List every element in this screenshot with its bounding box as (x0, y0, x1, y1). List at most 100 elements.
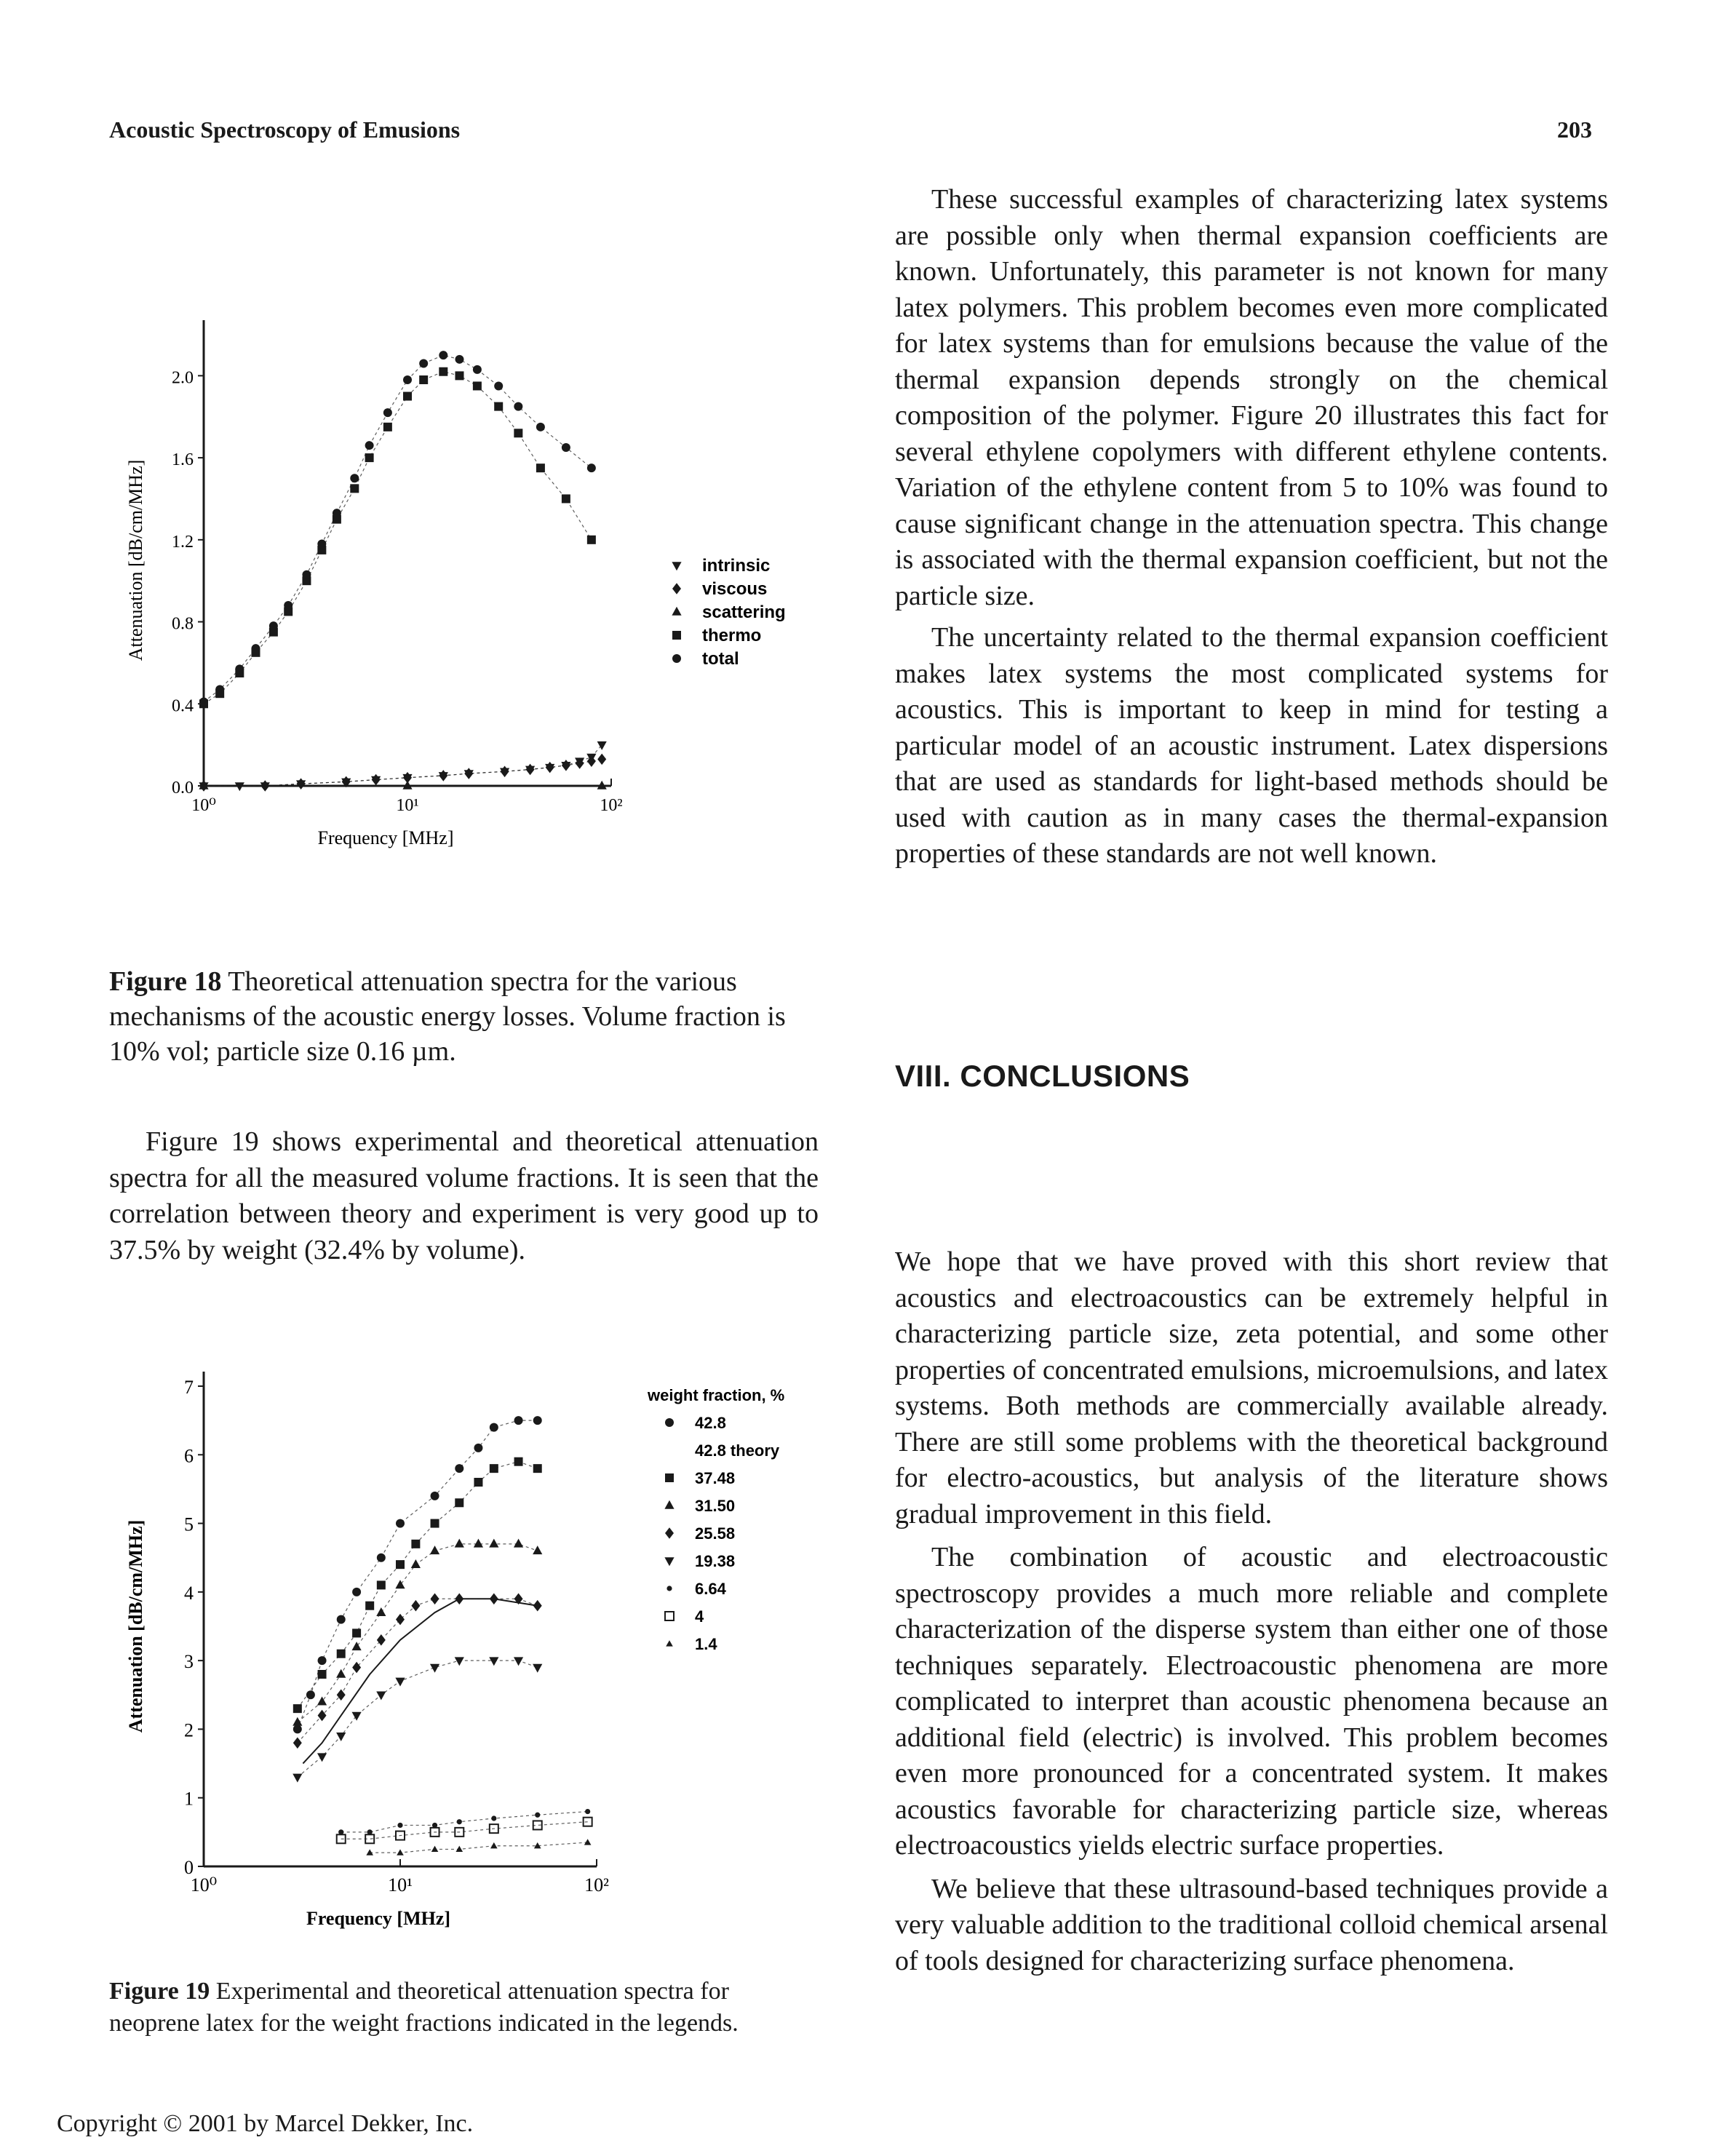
data-point (488, 1823, 499, 1834)
x-axis-label: Frequency [MHz] (318, 827, 454, 848)
data-point (403, 391, 412, 401)
legend-entry: 25.58 (695, 1524, 735, 1543)
data-point (474, 1478, 483, 1487)
x-tick-label: 10¹ (396, 796, 418, 815)
data-point (251, 644, 260, 653)
y-tick-label: 2.0 (172, 368, 194, 387)
x-tick-label: 10¹ (388, 1874, 413, 1896)
data-point (597, 780, 607, 789)
data-point (535, 1812, 541, 1818)
legend-entry: 19.38 (695, 1552, 735, 1570)
data-point (403, 771, 412, 784)
legend-marker (672, 583, 681, 594)
data-point (366, 1849, 373, 1855)
data-point (489, 1464, 498, 1473)
data-point (302, 576, 311, 586)
data-point (317, 1753, 327, 1762)
y-tick-label: 3 (184, 1651, 194, 1672)
y-tick-label: 6 (184, 1445, 194, 1466)
y-axis-label: Attenuation [dB/cm/MHz] (125, 1520, 146, 1733)
data-point (351, 1711, 362, 1721)
data-point (597, 741, 607, 750)
data-point (514, 1416, 523, 1425)
data-point (513, 1657, 524, 1666)
data-point (365, 453, 374, 463)
series-line (341, 1810, 588, 1833)
x-axis-label: Frequency [MHz] (306, 1908, 450, 1929)
y-tick-label: 1.6 (172, 450, 194, 469)
data-point (430, 1519, 439, 1528)
data-point (491, 1815, 497, 1821)
data-point (376, 1580, 386, 1590)
data-point (454, 1657, 464, 1666)
x-tick-label: 10⁰ (191, 796, 216, 815)
data-point (371, 773, 381, 786)
data-point (402, 780, 413, 789)
legend-marker (665, 1418, 674, 1427)
data-point (536, 464, 545, 473)
legend-entry: 6.64 (695, 1580, 727, 1598)
data-point (336, 1733, 346, 1742)
data-point (395, 1677, 405, 1687)
data-point (395, 1580, 405, 1589)
conclusions-paragraph: We hope that we have proved with this sh… (895, 1246, 1608, 1530)
legend-entry: total (702, 649, 739, 669)
data-point (472, 365, 482, 374)
data-point (545, 761, 554, 773)
data-point (419, 359, 429, 368)
data-point (397, 1822, 403, 1829)
data-point (514, 1593, 523, 1605)
series-line (204, 758, 602, 787)
data-point (411, 1539, 421, 1548)
data-point (317, 539, 327, 549)
data-point (575, 757, 584, 769)
legend-title: weight fraction, % (647, 1386, 784, 1404)
data-point (500, 765, 509, 778)
data-point (431, 1845, 439, 1853)
data-point (284, 601, 293, 610)
legend-marker (672, 562, 682, 571)
data-point (561, 494, 570, 504)
data-point (336, 1649, 346, 1658)
legend-marker (664, 1500, 675, 1509)
data-point (533, 1663, 543, 1673)
data-point (284, 607, 293, 616)
data-point (395, 1830, 405, 1841)
data-point (235, 664, 244, 674)
data-point (586, 535, 596, 544)
data-point (455, 1593, 464, 1605)
series-line (302, 1598, 538, 1765)
data-point (597, 753, 607, 765)
data-point (472, 381, 482, 391)
data-point (456, 1819, 462, 1825)
data-point (533, 1599, 542, 1612)
data-point (429, 1546, 440, 1555)
data-point (332, 509, 341, 518)
data-point (260, 780, 270, 792)
figure-18-caption: Figure 18 Theoretical attenuation spectr… (109, 964, 826, 1069)
legend-entry: 42.8 theory (695, 1441, 780, 1460)
data-point (532, 1820, 543, 1831)
legend-marker (666, 1640, 673, 1647)
data-point (317, 1656, 327, 1666)
data-point (430, 1593, 439, 1605)
data-point (383, 408, 392, 418)
legend-marker (672, 606, 682, 616)
data-point (293, 1725, 302, 1734)
data-point (536, 422, 545, 431)
copyright-footer: Copyright © 2001 by Marcel Dekker, Inc. (57, 2110, 474, 2137)
data-point (525, 763, 535, 776)
legend-entry: viscous (702, 579, 767, 599)
data-point (268, 621, 278, 631)
data-point (396, 1519, 405, 1528)
legend-entry: 37.48 (695, 1469, 735, 1487)
data-point (439, 351, 448, 360)
conclusions-paragraph: The combination of acoustic and electroa… (895, 1542, 1608, 1861)
data-point (376, 1607, 386, 1616)
data-point (317, 1670, 327, 1679)
data-point (338, 1829, 344, 1835)
y-tick-label: 2 (184, 1719, 194, 1741)
body-paragraph: Figure 19 shows experimental and theoret… (109, 1126, 819, 1265)
data-point (473, 1538, 484, 1548)
data-point (199, 780, 209, 789)
